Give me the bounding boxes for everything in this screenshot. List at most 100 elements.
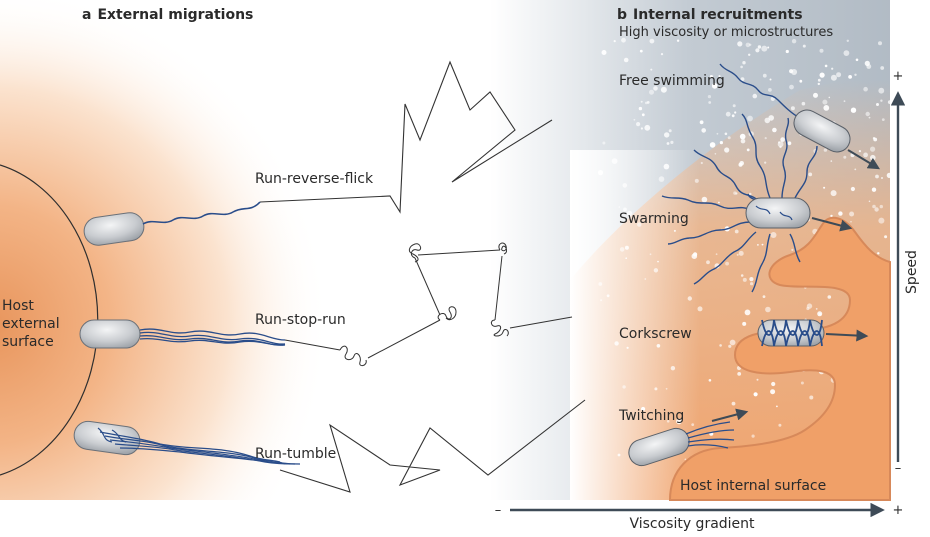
particle-dot — [617, 453, 621, 457]
particle-dot — [838, 211, 843, 216]
particle-dot — [836, 72, 842, 78]
particle-dot — [817, 311, 823, 317]
particle-dot — [639, 49, 643, 53]
particle-dot — [871, 187, 877, 192]
particle-dot — [868, 116, 871, 119]
particle-dot — [823, 105, 830, 111]
particle-dot — [687, 296, 692, 301]
particle-dot — [644, 124, 651, 131]
label-twitching: Twitching — [618, 408, 684, 424]
particle-dot — [735, 192, 738, 195]
particle-dot — [846, 39, 849, 42]
particle-dot — [878, 87, 885, 94]
label-host-internal-surface: Host internal surface — [680, 478, 826, 494]
particle-dot — [762, 73, 767, 78]
particle-dot — [870, 146, 876, 152]
particle-dot — [637, 222, 642, 227]
particle-dot — [815, 308, 818, 310]
particle-dot — [627, 210, 633, 216]
particle-dot — [876, 103, 879, 106]
particle-dot — [614, 341, 619, 346]
particle-dot — [870, 154, 876, 161]
particle-dot — [831, 67, 834, 70]
particle-dot — [701, 196, 708, 203]
particle-dot — [653, 268, 659, 273]
particle-dot — [606, 294, 610, 298]
particle-dot — [801, 101, 806, 106]
particle-dot — [768, 115, 774, 121]
particle-dot — [776, 405, 778, 408]
viscosity-axis: – + Viscosity gradient — [495, 502, 903, 532]
particle-dot — [718, 201, 720, 204]
particle-dot — [725, 111, 731, 117]
particle-dot — [727, 136, 731, 140]
speed-axis-label: Speed — [904, 250, 920, 294]
particle-dot — [879, 204, 883, 209]
particle-dot — [742, 277, 747, 282]
particle-dot — [756, 378, 759, 381]
bacterium-twitching — [628, 408, 749, 467]
particle-dot — [618, 206, 621, 208]
run-stop-run-path — [284, 242, 573, 367]
particle-dot — [769, 78, 772, 81]
particle-dot — [715, 253, 718, 256]
particle-dot — [613, 40, 616, 43]
particle-dot — [854, 168, 857, 171]
axial-filament — [761, 319, 823, 347]
particle-dot — [761, 243, 764, 246]
particle-dot — [878, 217, 885, 224]
particle-dot — [623, 207, 627, 212]
particle-dot — [884, 235, 888, 239]
flagella-bundle — [139, 328, 286, 346]
swarming-flagella — [661, 113, 818, 293]
particle-dot — [746, 148, 750, 152]
particle-dot — [887, 100, 892, 104]
particle-dot — [778, 141, 781, 144]
label-swarming: Swarming — [619, 211, 689, 227]
particle-dot — [718, 75, 721, 78]
bacterium-run-reverse-flick — [83, 201, 261, 246]
direction-arrow — [825, 329, 869, 342]
speed-minus: – — [895, 461, 902, 476]
particle-dot — [770, 232, 777, 238]
particle-dot — [602, 141, 606, 145]
particle-dot — [640, 100, 643, 103]
particle-dot — [641, 113, 645, 117]
particle-dot — [881, 118, 885, 121]
particle-dot — [729, 339, 736, 346]
label-free-swimming: Free swimming — [619, 73, 725, 89]
particle-dot — [699, 120, 704, 125]
particle-dot — [765, 306, 771, 313]
particle-dot — [694, 178, 699, 183]
particle-dot — [747, 115, 753, 122]
particle-dot — [800, 381, 804, 385]
particle-dot — [658, 176, 665, 182]
particle-dot — [701, 128, 706, 133]
particle-dot — [737, 372, 742, 376]
flagellum — [142, 201, 261, 225]
particle-dot — [830, 74, 837, 81]
particle-dot — [819, 48, 824, 53]
particle-dot — [621, 37, 626, 43]
particle-dot — [732, 104, 736, 108]
viscosity-minus: – — [495, 503, 502, 518]
label-run-reverse-flick: Run-reverse-flick — [255, 171, 374, 187]
particle-dot — [809, 395, 814, 400]
particle-dot — [817, 82, 820, 86]
particle-dot — [787, 141, 792, 146]
particle-dot — [728, 344, 732, 348]
particle-dot — [660, 86, 667, 93]
viscosity-axis-label: Viscosity gradient — [629, 516, 755, 532]
particle-dot — [850, 186, 856, 192]
particle-dot — [848, 75, 852, 79]
particle-dot — [830, 190, 837, 197]
host-external-label-line3: surface — [2, 334, 54, 350]
particle-dot — [700, 161, 703, 165]
particle-dot — [665, 387, 668, 390]
particle-dot — [771, 381, 776, 387]
particle-dot — [748, 53, 751, 56]
particle-dot — [708, 101, 712, 104]
particle-dot — [645, 101, 648, 105]
particle-dot — [830, 160, 833, 162]
